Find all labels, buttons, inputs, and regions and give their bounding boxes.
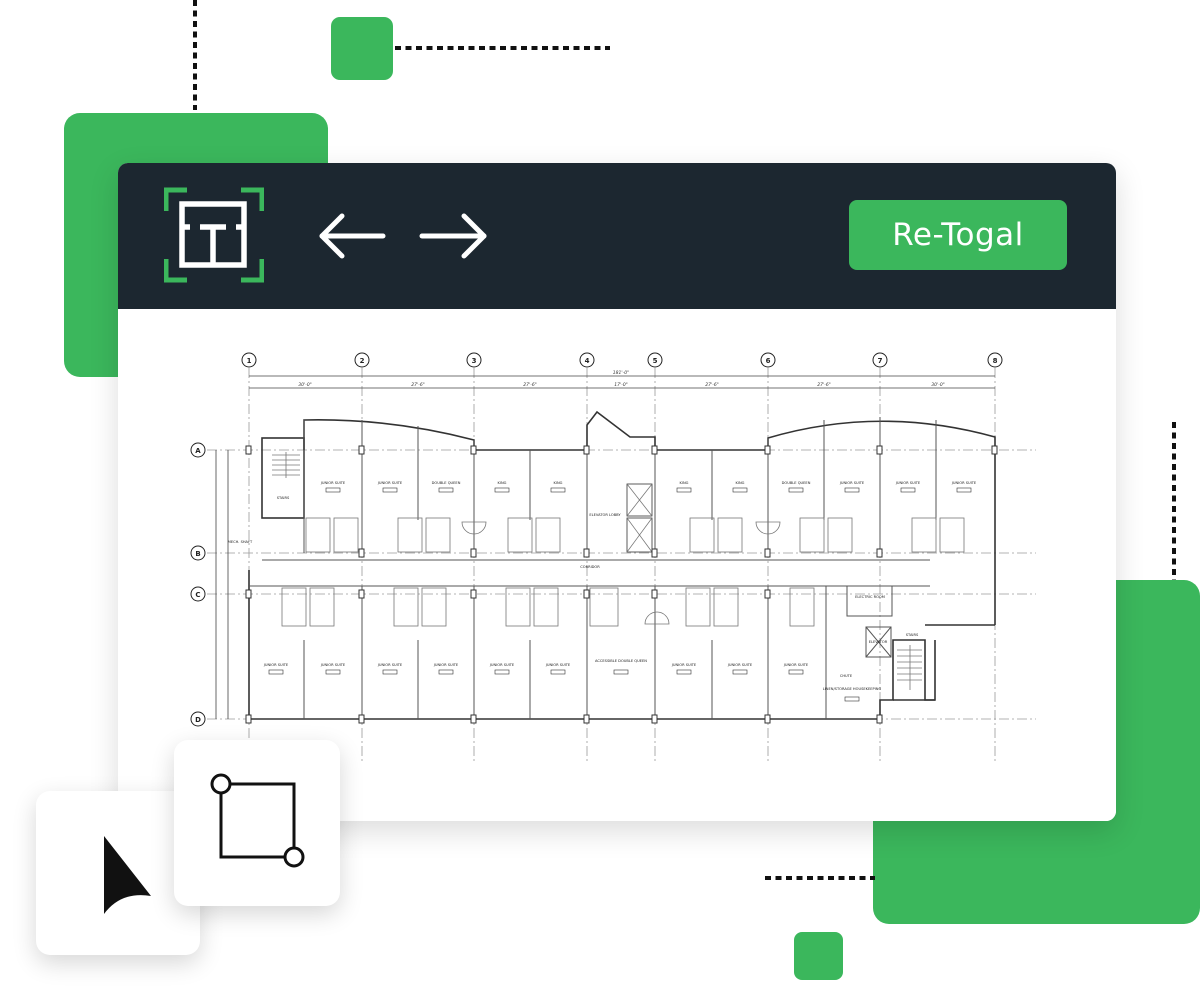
room-label: JUNIOR SUITE [320, 663, 346, 667]
green-square-decoration [794, 932, 843, 980]
dimension-label: 27'-6" [411, 382, 425, 388]
room-label: STAIRS [906, 633, 919, 637]
drawing-canvas[interactable]: 1 2 3 4 5 6 7 8 A B C D 181'-0" [118, 309, 1116, 821]
dimension-label: 27'-6" [523, 382, 537, 388]
room-label: JUNIOR SUITE [727, 663, 753, 667]
grid-label: A [195, 447, 201, 455]
rectangle-draw-icon [210, 773, 305, 868]
dimension-label: 30'-0" [931, 382, 945, 388]
room-label: KING [498, 481, 507, 485]
toolbar: Re-Togal [118, 163, 1116, 309]
grid-label: B [195, 550, 200, 558]
grid-label: 3 [472, 357, 477, 365]
room-label: JUNIOR SUITE [951, 481, 977, 485]
re-togal-button[interactable]: Re-Togal [849, 200, 1067, 270]
room-label: KING [736, 481, 745, 485]
room-label: JUNIOR SUITE [895, 481, 921, 485]
grid-label: 8 [993, 357, 998, 365]
select-tool-button[interactable] [36, 791, 200, 955]
grid-label: 2 [360, 357, 365, 365]
dimension-label: 17'-0" [614, 382, 628, 388]
grid-label: D [195, 716, 201, 724]
room-label: JUNIOR SUITE [489, 663, 515, 667]
room-label: JUNIOR SUITE [320, 481, 346, 485]
grid-label: 7 [878, 357, 883, 365]
room-label: JUNIOR SUITE [263, 663, 289, 667]
room-label: CORRIDOR [580, 565, 600, 569]
room-label: STAIRS [277, 496, 290, 500]
room-label: JUNIOR SUITE [377, 663, 403, 667]
room-label: DOUBLE QUEEN [432, 481, 461, 485]
room-label: JUNIOR SUITE [671, 663, 697, 667]
room-label: JUNIOR SUITE [545, 663, 571, 667]
room-label: MECH. SHAFT [228, 540, 253, 544]
room-label: LINEN/STORAGE HOUSEKEEPING [823, 687, 882, 691]
grid-label: 4 [585, 357, 590, 365]
dimension-label: 27'-6" [817, 382, 831, 388]
room-label: CHUTE [840, 674, 853, 678]
room-label: ELEVATOR [869, 640, 888, 644]
grid-label: 5 [653, 357, 658, 365]
room-label: KING [680, 481, 689, 485]
dimension-label: 30'-0" [298, 382, 312, 388]
room-label: JUNIOR SUITE [783, 663, 809, 667]
dimension-label: 181'-0" [613, 370, 629, 376]
grid-label: C [195, 591, 200, 599]
room-label: ELEVATOR LOBBY [589, 513, 621, 517]
room-label: DOUBLE QUEEN [782, 481, 811, 485]
room-label: ELECTRIC ROOM [855, 595, 885, 599]
floor-plan-drawing: 1 2 3 4 5 6 7 8 A B C D 181'-0" [190, 352, 1036, 762]
arrow-left-icon[interactable] [318, 211, 388, 261]
room-label: JUNIOR SUITE [839, 481, 865, 485]
room-label: ACCESSIBLE DOUBLE QUEEN [595, 659, 647, 663]
app-window: Re-Togal [118, 163, 1116, 821]
green-square-decoration [331, 17, 393, 80]
cursor-arrow-icon [104, 836, 151, 914]
floorplan-scan-icon[interactable] [164, 187, 264, 283]
grid-label: 1 [247, 357, 252, 365]
room-label: JUNIOR SUITE [377, 481, 403, 485]
room-label: JUNIOR SUITE [433, 663, 459, 667]
dotted-line-decoration [765, 876, 875, 880]
arrow-right-icon[interactable] [418, 211, 488, 261]
dotted-line-decoration [395, 46, 610, 50]
grid-label: 6 [766, 357, 771, 365]
room-label: KING [554, 481, 563, 485]
dimension-label: 27'-6" [705, 382, 719, 388]
dotted-line-decoration [193, 0, 197, 110]
dotted-line-decoration [1172, 422, 1176, 580]
rectangle-tool-button[interactable] [174, 740, 340, 906]
